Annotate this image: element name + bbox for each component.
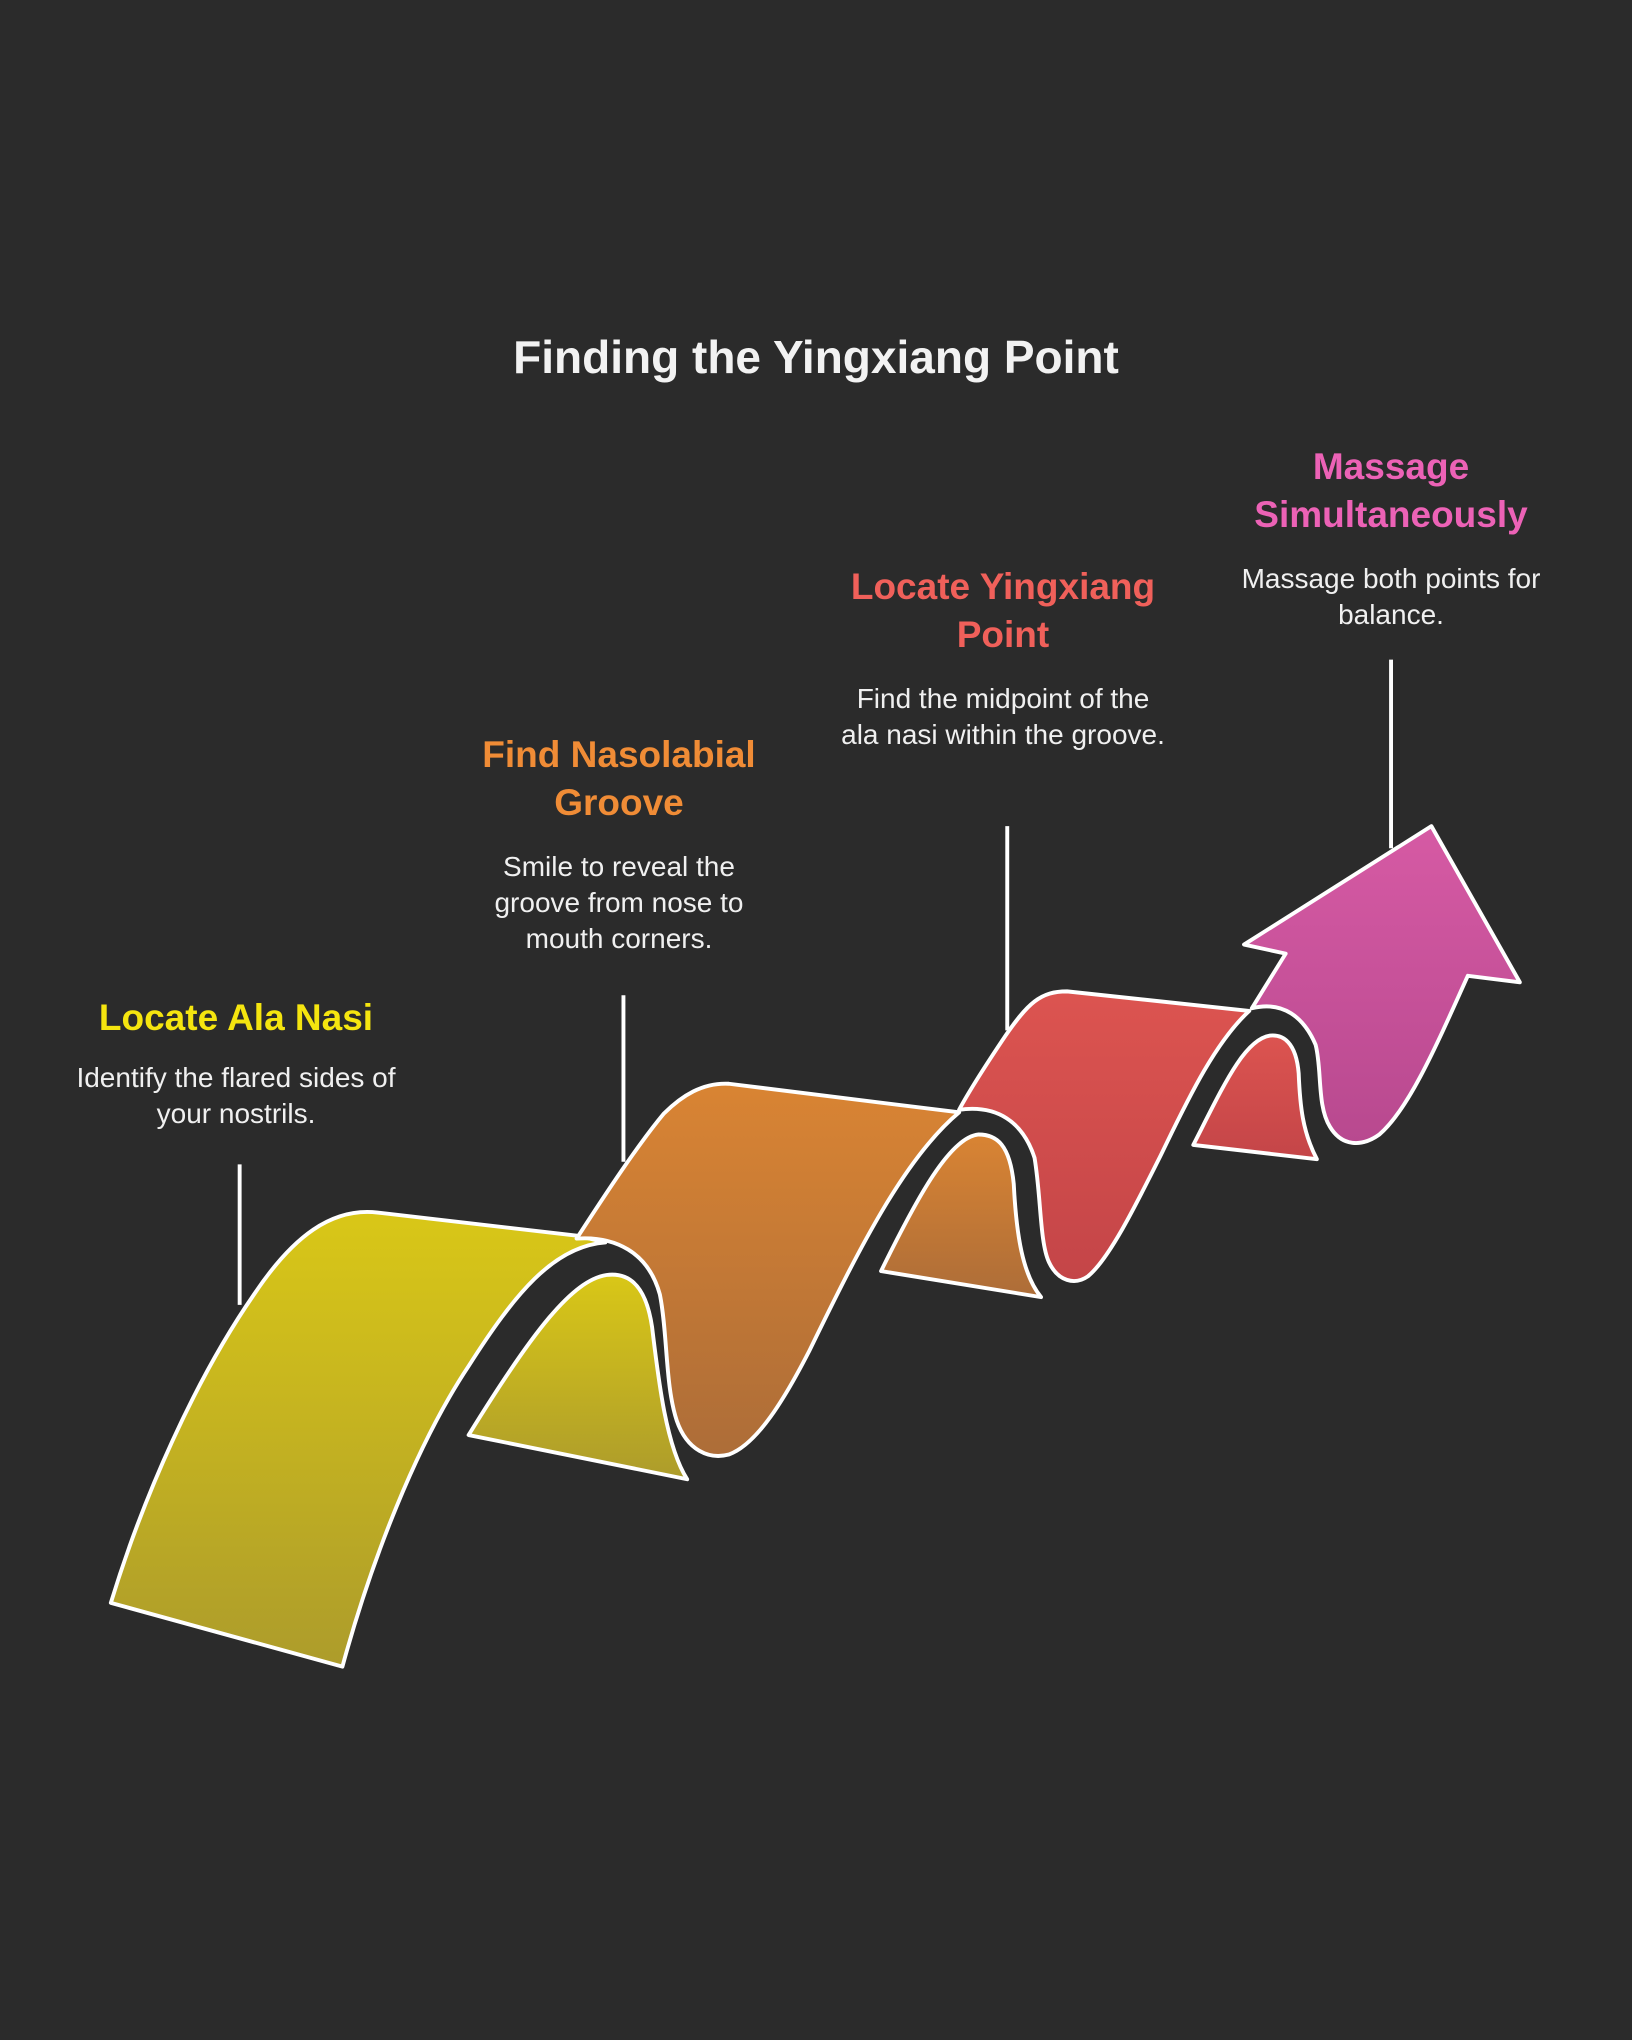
step-title: Find Nasolabial Groove [482, 734, 756, 823]
ribbon-segment-orange [574, 1081, 962, 1458]
ribbon-segment-red [957, 989, 1252, 1283]
step-title: Locate Ala Nasi [98, 997, 374, 1038]
step-locate-ala-nasi: Locate Ala Nasi Identify the flared side… [46, 994, 426, 1132]
step-description: Find the midpoint of the ala nasi within… [841, 683, 1165, 750]
step-description: Massage both points for balance. [1241, 563, 1541, 630]
step-title: Locate Yingxiang Point [850, 566, 1156, 655]
ribbon-segment-yellow-back [466, 1272, 690, 1482]
page-title: Finding the Yingxiang Point [513, 331, 1119, 383]
ribbon-segment-yellow [108, 1210, 608, 1669]
step-title: Massage Simultaneously [1254, 446, 1528, 535]
step-description: Identify the flared sides of your nostri… [76, 1062, 396, 1129]
step-massage-simultaneously: Massage Simultaneously Massage both poin… [1201, 443, 1581, 633]
step-description: Smile to reveal the groove from nose to … [494, 851, 744, 954]
arrow-head-pink [1242, 824, 1522, 1145]
step-locate-yingxiang-point: Locate Yingxiang Point Find the midpoint… [813, 563, 1193, 753]
step-find-nasolabial-groove: Find Nasolabial Groove Smile to reveal t… [429, 731, 809, 957]
ribbon-segment-red-back [1191, 1033, 1319, 1162]
ribbon-segment-orange-back [879, 1132, 1044, 1300]
